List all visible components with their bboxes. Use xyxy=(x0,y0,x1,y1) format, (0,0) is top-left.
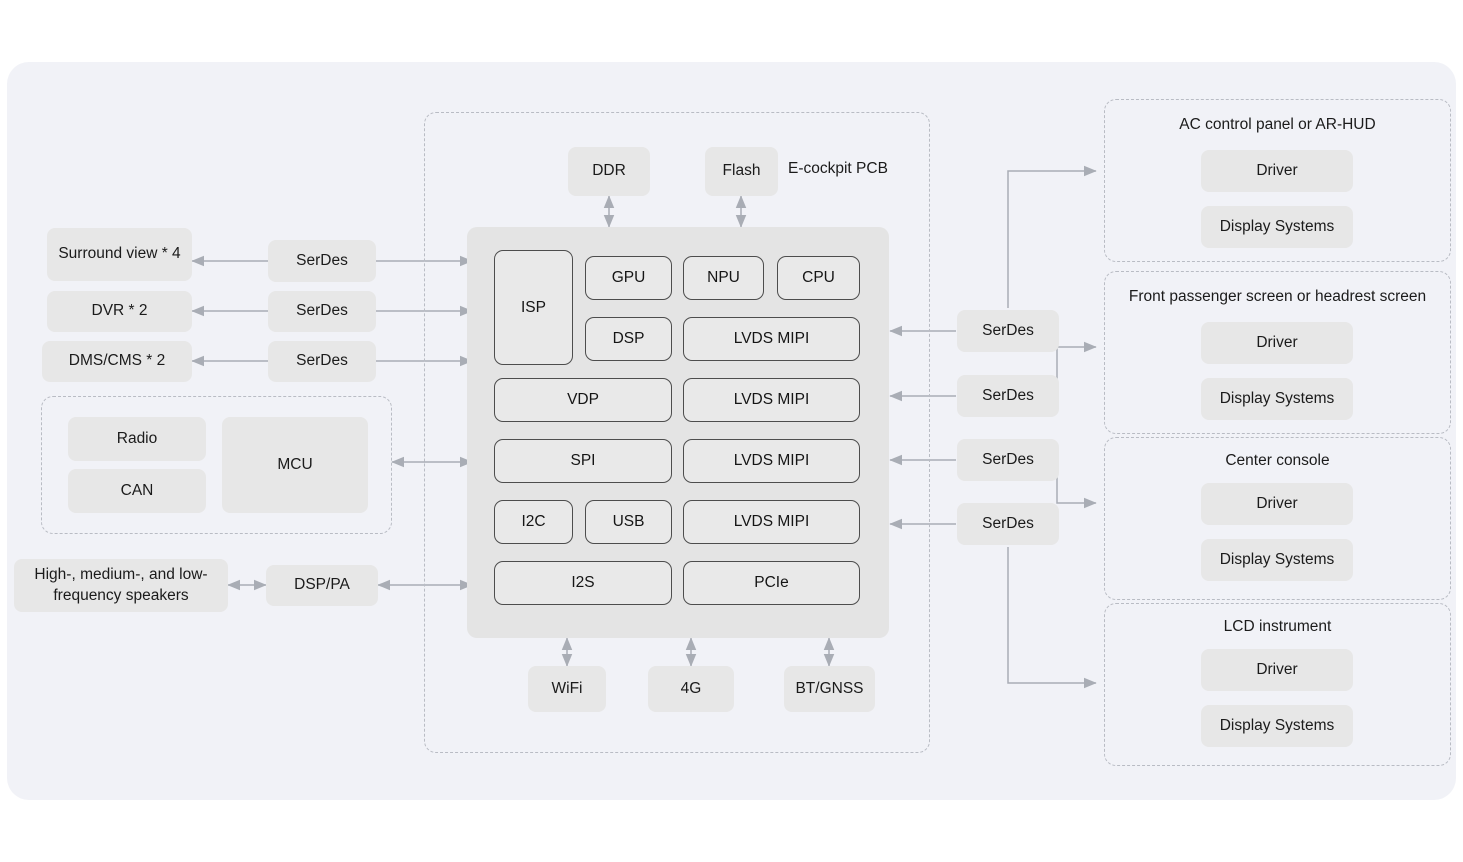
mcu-group-boundary xyxy=(41,396,392,534)
center-console-display-systems-label: Display Systems xyxy=(1219,550,1335,568)
ac-hud-driver-label: Driver xyxy=(1256,161,1298,179)
lvds-mipi-4-label: LVDS MIPI xyxy=(733,513,810,530)
front-passenger-driver-block: Driver xyxy=(1201,322,1353,364)
usb-cell: USB xyxy=(585,500,672,544)
serdes-front-passenger-block: SerDes xyxy=(957,375,1059,417)
isp-cell: ISP xyxy=(494,250,573,365)
i2c-label: I2C xyxy=(521,513,546,530)
spi-cell: SPI xyxy=(494,439,672,483)
mcu-label: MCU xyxy=(277,455,313,473)
dsp-pa-label: DSP/PA xyxy=(294,576,350,594)
lvds-mipi-3-cell: LVDS MIPI xyxy=(683,439,860,483)
serdes-lcd-instrument-label: SerDes xyxy=(982,514,1034,532)
front-passenger-driver-label: Driver xyxy=(1256,333,1298,351)
lvds-mipi-1-cell: LVDS MIPI xyxy=(683,317,860,361)
i2s-cell: I2S xyxy=(494,561,672,605)
front-passenger-display-systems-block: Display Systems xyxy=(1201,378,1353,420)
lvds-mipi-2-label: LVDS MIPI xyxy=(733,391,810,408)
surround-view-block: Surround view * 4 xyxy=(47,228,192,281)
dms-cms-label: DMS/CMS * 2 xyxy=(68,352,166,370)
speakers-block: High-, medium-, and low-frequency speake… xyxy=(14,559,228,612)
dms-cms-block: DMS/CMS * 2 xyxy=(42,341,192,382)
lvds-mipi-3-label: LVDS MIPI xyxy=(733,452,810,469)
front-passenger-display-systems-label: Display Systems xyxy=(1219,389,1335,407)
serdes-ac-hud-label: SerDes xyxy=(982,321,1034,339)
isp-label: ISP xyxy=(521,298,546,316)
wifi-block: WiFi xyxy=(528,666,606,712)
ac-hud-driver-block: Driver xyxy=(1201,150,1353,192)
center-console-driver-block: Driver xyxy=(1201,483,1353,525)
usb-label: USB xyxy=(612,513,645,530)
lvds-mipi-4-cell: LVDS MIPI xyxy=(683,500,860,544)
lcd-instrument-title: LCD instrument xyxy=(1223,618,1332,635)
pcie-label: PCIe xyxy=(754,574,789,591)
ac-control-panel-or-ar-hud-group: AC control panel or AR-HUD Driver Displa… xyxy=(1104,99,1451,262)
dsp-label: DSP xyxy=(612,330,645,347)
gpu-cell: GPU xyxy=(585,256,672,300)
serdes-lcd-instrument-block: SerDes xyxy=(957,503,1059,545)
lcd-instrument-group: LCD instrument Driver Display Systems xyxy=(1104,603,1451,766)
center-console-display-systems-block: Display Systems xyxy=(1201,539,1353,581)
pcie-cell: PCIe xyxy=(683,561,860,605)
front-passenger-screen-or-headrest-screen-group: Front passenger screen or headrest scree… xyxy=(1104,271,1451,434)
serdes-center-console-label: SerDes xyxy=(982,450,1034,468)
serdes-front-passenger-label: SerDes xyxy=(982,386,1034,404)
lcd-instrument-driver-block: Driver xyxy=(1201,649,1353,691)
bt-gnss-block: BT/GNSS xyxy=(784,666,875,712)
gpu-label: GPU xyxy=(611,269,646,286)
lcd-instrument-display-systems-block: Display Systems xyxy=(1201,705,1353,747)
can-block: CAN xyxy=(68,469,206,513)
radio-block: Radio xyxy=(68,417,206,461)
center-console-group: Center console Driver Display Systems xyxy=(1104,437,1451,600)
vdp-label: VDP xyxy=(567,391,599,408)
bt-gnss-label: BT/GNSS xyxy=(795,679,864,697)
can-label: CAN xyxy=(120,481,154,499)
dvr-block: DVR * 2 xyxy=(47,291,192,332)
npu-cell: NPU xyxy=(683,256,764,300)
serdes-dms-label: SerDes xyxy=(296,352,348,370)
serdes-ac-hud-block: SerDes xyxy=(957,310,1059,352)
dvr-label: DVR * 2 xyxy=(91,302,148,320)
flash-block: Flash xyxy=(705,147,778,196)
radio-label: Radio xyxy=(116,429,158,447)
spi-label: SPI xyxy=(570,452,596,469)
speakers-label: High-, medium-, and low-frequency speake… xyxy=(34,566,208,604)
ac-hud-display-systems-label: Display Systems xyxy=(1219,217,1335,235)
4g-block: 4G xyxy=(648,666,734,712)
serdes-center-console-block: SerDes xyxy=(957,439,1059,481)
ac-control-panel-or-ar-hud-title: AC control panel or AR-HUD xyxy=(1179,116,1376,133)
cpu-cell: CPU xyxy=(777,256,860,300)
dsp-cell: DSP xyxy=(585,317,672,361)
center-console-driver-label: Driver xyxy=(1256,494,1298,512)
lvds-mipi-2-cell: LVDS MIPI xyxy=(683,378,860,422)
lcd-instrument-driver-label: Driver xyxy=(1256,660,1298,678)
serdes-surround-block: SerDes xyxy=(268,240,376,282)
serdes-surround-label: SerDes xyxy=(296,251,348,269)
serdes-dvr-block: SerDes xyxy=(268,291,376,332)
dsp-pa-block: DSP/PA xyxy=(266,565,378,606)
serdes-dvr-label: SerDes xyxy=(296,302,348,320)
surround-view-label: Surround view * 4 xyxy=(58,245,181,263)
cpu-label: CPU xyxy=(802,269,835,286)
npu-label: NPU xyxy=(707,269,740,286)
4g-label: 4G xyxy=(680,679,702,697)
center-console-title: Center console xyxy=(1225,452,1330,469)
serdes-dms-block: SerDes xyxy=(268,341,376,382)
ddr-label: DDR xyxy=(592,162,626,180)
mcu-block: MCU xyxy=(222,417,368,513)
vdp-cell: VDP xyxy=(494,378,672,422)
i2s-label: I2S xyxy=(571,574,595,591)
e-cockpit-pcb-boundary xyxy=(424,112,930,753)
ac-hud-display-systems-block: Display Systems xyxy=(1201,206,1353,248)
i2c-cell: I2C xyxy=(494,500,573,544)
lvds-mipi-1-label: LVDS MIPI xyxy=(733,330,810,347)
wifi-label: WiFi xyxy=(551,679,583,697)
lcd-instrument-display-systems-label: Display Systems xyxy=(1219,716,1335,734)
front-passenger-title: Front passenger screen or headrest scree… xyxy=(1128,288,1427,305)
ddr-block: DDR xyxy=(568,147,650,196)
flash-label: Flash xyxy=(722,162,761,180)
e-cockpit-pcb-label: E-cockpit PCB xyxy=(788,160,888,177)
